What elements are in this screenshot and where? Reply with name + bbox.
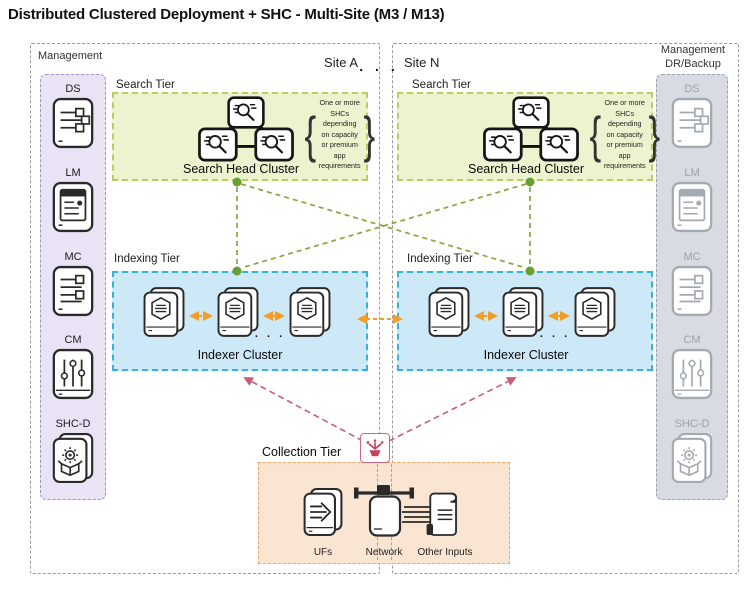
management-item-cm: CM: [50, 334, 96, 405]
cluster-master-icon: [669, 348, 715, 405]
ufs-label: UFs: [313, 547, 333, 558]
search-head-cluster-label-site-a: Search Head Cluster: [182, 162, 300, 176]
indexer-cluster-label-site-a: Indexer Cluster: [197, 348, 283, 362]
management-dr-label: Management DR/Backup: [646, 44, 740, 72]
dr-lm-label: LM: [684, 166, 700, 179]
license-master-icon: [50, 181, 96, 238]
management-item-shcd: SHC-D: [50, 418, 96, 489]
lm-label: LM: [65, 166, 81, 179]
deployment-server-icon: [50, 97, 96, 154]
shcd-label: SHC-D: [55, 418, 91, 430]
indexer-icon: [287, 286, 333, 338]
load-balancer-icon: [360, 433, 390, 463]
license-master-icon: [669, 181, 715, 238]
deployer-icon: [50, 432, 96, 489]
cluster-master-icon: [50, 348, 96, 405]
site-a-label: Site A: [324, 55, 358, 70]
indexing-tier-label-site-n: Indexing Tier: [407, 253, 473, 265]
indexer-ellipsis-site-a: . . .: [254, 328, 286, 340]
search-head-cluster-icon: [483, 96, 579, 162]
indexer-icon: [141, 286, 187, 338]
note-brace-right: }: [363, 107, 375, 163]
management-item-ds: DS: [50, 83, 96, 154]
dr-item-cm: CM: [669, 334, 715, 405]
dr-ds-label: DS: [684, 83, 700, 95]
search-head-cluster-icon: [198, 96, 294, 162]
indexer-ellipsis-site-n: . . .: [539, 328, 571, 340]
dr-shcd-label: SHC-D: [674, 418, 710, 430]
shc-note-text: One or more SHCs depending on capacity o…: [318, 98, 361, 171]
management-dr-label-line2: DR/Backup: [665, 57, 721, 70]
management-label: Management: [38, 50, 103, 62]
deployment-server-icon: [669, 97, 715, 154]
dr-item-shcd: SHC-D: [669, 418, 715, 489]
mc-label: MC: [64, 250, 82, 263]
indexer-icon: [572, 286, 618, 338]
indexer-cluster-label-site-n: Indexer Cluster: [483, 348, 569, 362]
site-n-label: Site N: [404, 55, 440, 70]
universal-forwarder-icon: [300, 487, 346, 537]
dr-mc-label: MC: [683, 250, 701, 263]
search-tier-label-site-a: Search Tier: [116, 79, 175, 91]
monitoring-console-icon: [50, 265, 96, 322]
dr-item-lm: LM: [669, 167, 715, 238]
monitoring-console-icon: [669, 265, 715, 322]
deployer-icon: [669, 432, 715, 489]
management-dr-label-line1: Management: [660, 44, 726, 56]
management-panel: DS LM MC CM SHC-D: [40, 74, 106, 500]
note-brace-left: {: [304, 107, 317, 163]
shc-note-site-n: { One or more SHCs depending on capacity…: [587, 98, 660, 171]
indexer-icon: [426, 286, 472, 338]
shc-note-site-a: { One or more SHCs depending on capacity…: [302, 98, 375, 171]
dr-cm-label: CM: [683, 334, 701, 347]
shc-note-text: One or more SHCs depending on capacity o…: [603, 98, 646, 171]
search-tier-label-site-n: Search Tier: [412, 79, 471, 91]
dr-item-ds: DS: [669, 83, 715, 154]
other-inputs-icon: [422, 486, 468, 538]
collection-tier-label: Collection Tier: [262, 445, 342, 459]
site-separator-dots: . . .: [359, 58, 399, 74]
site-a-box: [30, 43, 380, 574]
management-item-mc: MC: [50, 251, 96, 322]
management-dr-panel: DS LM MC CM SHC-D: [656, 74, 728, 500]
search-head-cluster-label-site-n: Search Head Cluster: [467, 162, 585, 176]
indexing-tier-label-site-a: Indexing Tier: [114, 253, 180, 265]
ds-label: DS: [65, 83, 81, 95]
cm-label: CM: [64, 334, 82, 347]
other-inputs-label: Other Inputs: [417, 547, 473, 558]
dr-item-mc: MC: [669, 251, 715, 322]
note-brace-right: }: [648, 107, 660, 163]
diagram-title: Distributed Clustered Deployment + SHC -…: [8, 6, 445, 23]
network-label: Network: [365, 547, 403, 558]
site-n-box: [392, 43, 739, 574]
note-brace-left: {: [589, 107, 602, 163]
management-item-lm: LM: [50, 167, 96, 238]
